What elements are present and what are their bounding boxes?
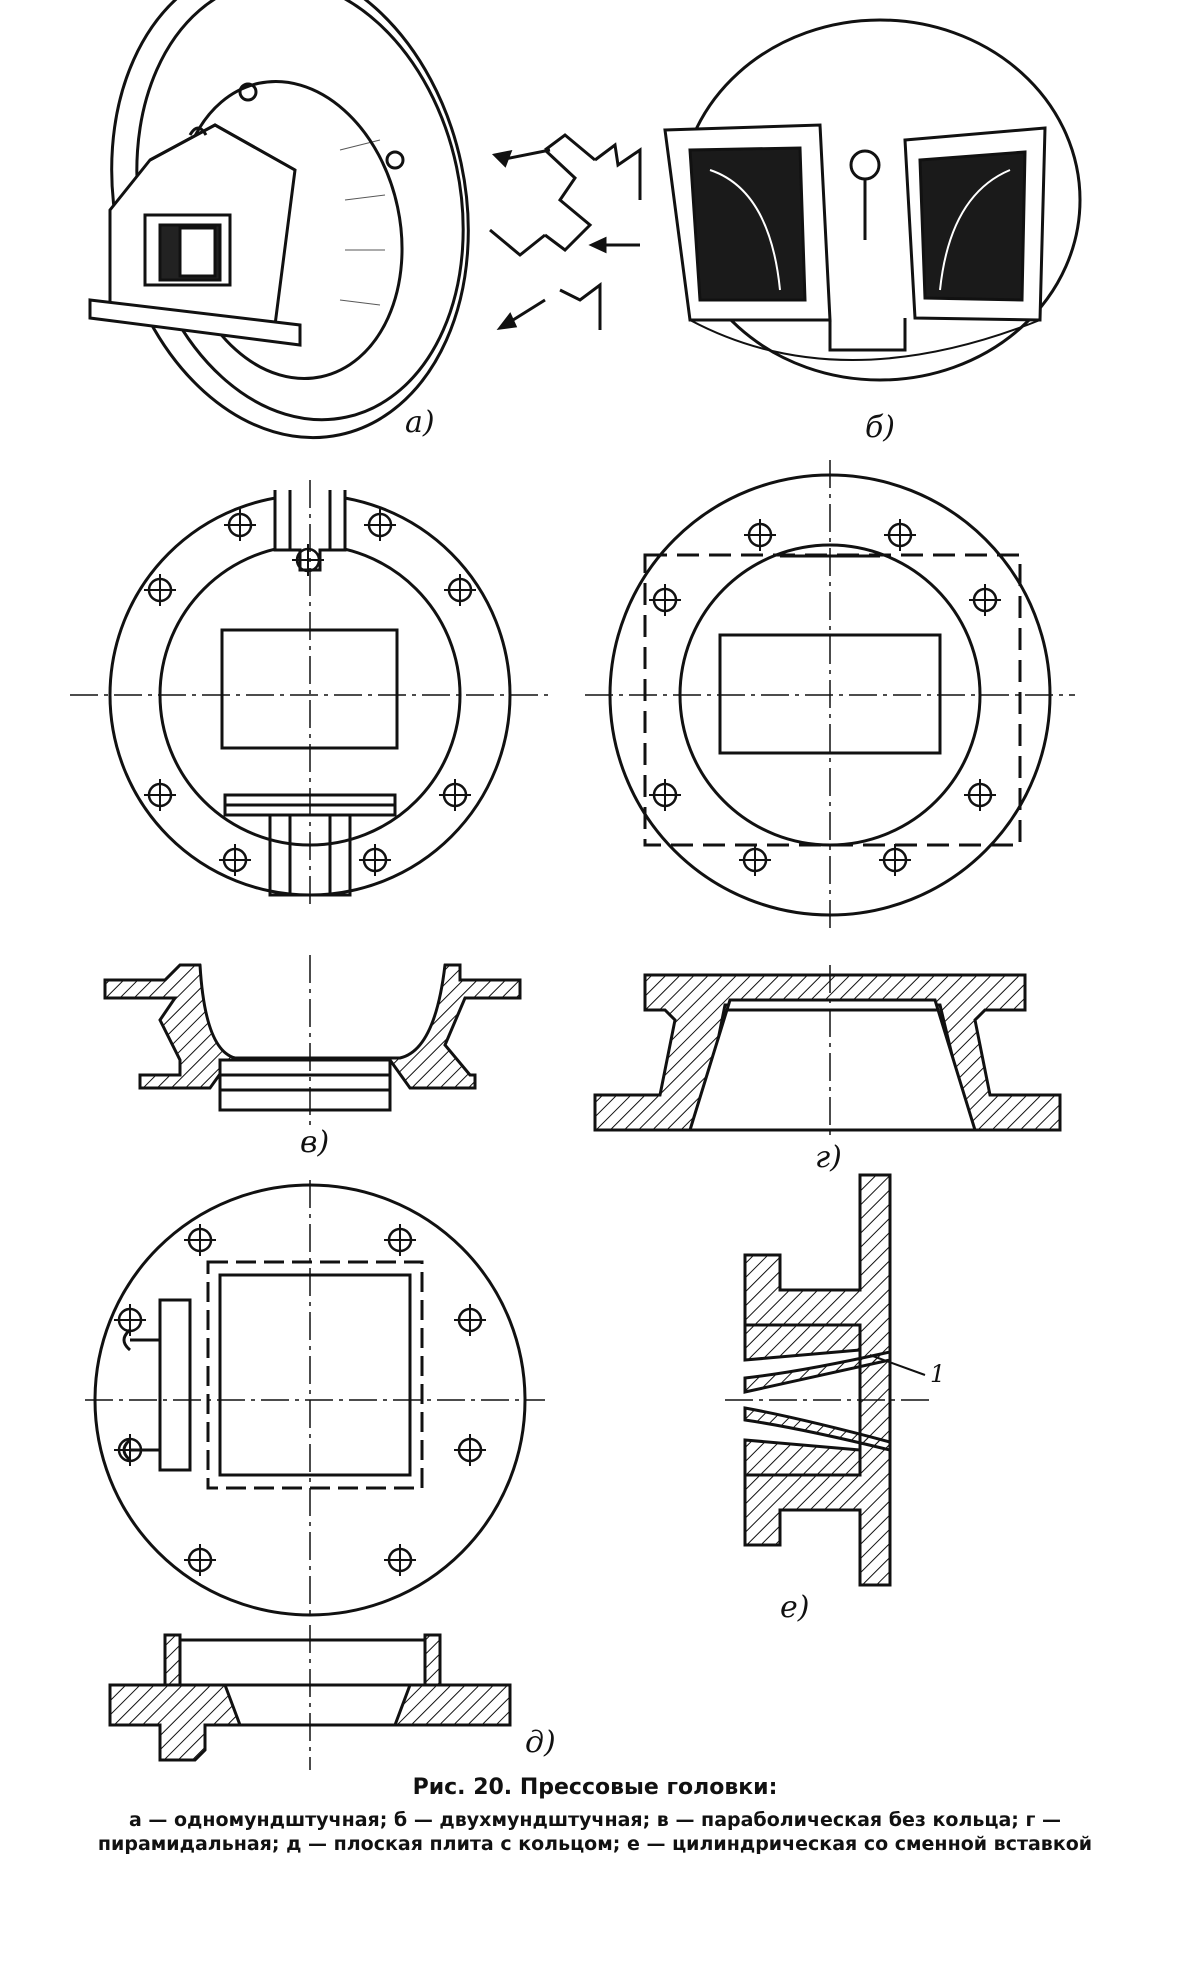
- panel-label-g: г): [815, 1140, 842, 1175]
- panel-label-a: a): [405, 405, 435, 440]
- figure-caption-body: а — одномундштучная; б — двухмундштучная…: [97, 1809, 1093, 1855]
- flow-arrows-diagram: [489, 133, 642, 330]
- head-a-illustration: [88, 0, 470, 440]
- panel-label-e: е): [780, 1590, 810, 1625]
- head-b-illustration: [663, 18, 1082, 382]
- head-g-plan: [585, 460, 1075, 930]
- head-v-section: [103, 955, 522, 1125]
- callout-1: 1: [930, 1360, 946, 1388]
- panel-label-b: б): [865, 410, 896, 445]
- panel-label-v: в): [300, 1125, 330, 1160]
- head-v-plan: [70, 480, 550, 910]
- figure-caption-title: Рис. 20. Прессовые головки:: [412, 1775, 778, 1800]
- panel-label-d: д): [525, 1725, 556, 1760]
- head-e-section: [725, 1173, 935, 1587]
- head-d-plan: [85, 1180, 545, 1617]
- head-g-section: [593, 965, 1062, 1140]
- head-d-section: [108, 1625, 512, 1770]
